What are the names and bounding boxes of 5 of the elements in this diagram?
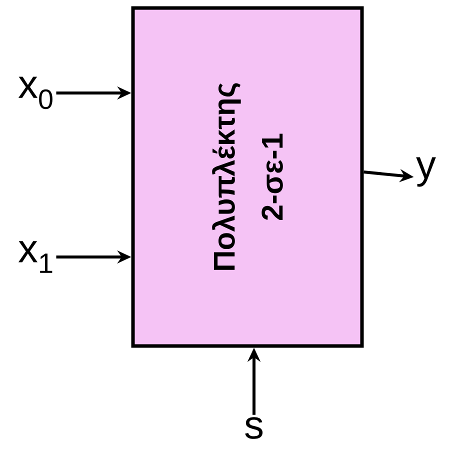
signal-label: y — [416, 157, 436, 187]
signal-label: x$_{0}$ — [18, 76, 52, 110]
signal-label: s — [245, 417, 263, 439]
multiplexer-box: Πολυπλέκτης 2-σε-1 — [131, 6, 364, 348]
signal-label: x$_{1}$ — [18, 241, 52, 273]
